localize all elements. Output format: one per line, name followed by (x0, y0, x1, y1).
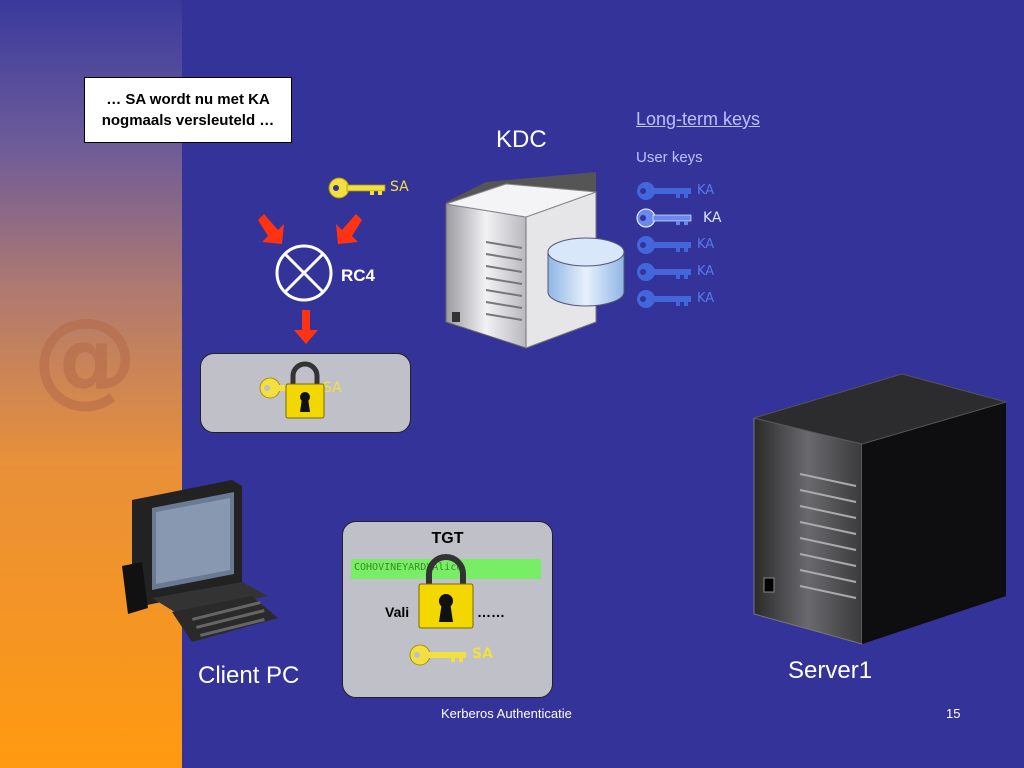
gold-key-icon (409, 644, 466, 666)
gold-key-icon (328, 177, 386, 199)
key-label: KA (697, 291, 715, 306)
tgt-title: TGT (431, 530, 464, 547)
client-pc-label: Client PC (198, 662, 300, 689)
server-icon (752, 373, 1008, 645)
blue-key-icon (637, 182, 691, 200)
key-label: KA (697, 237, 715, 252)
blue-key-icon (637, 290, 691, 308)
tgt-validity-left: Vali (385, 604, 410, 620)
tgt-key-label: SA (472, 646, 493, 662)
tgt-identity-field: COHOVINEYARD\Alice (351, 559, 541, 579)
key-label: KA (697, 264, 715, 279)
callout-line-2: nogmaals versleuteld … (101, 112, 275, 129)
blue-key-icon (636, 208, 692, 228)
encrypted-key-box: SA (200, 353, 411, 433)
cipher-symbol-icon (275, 244, 333, 302)
input-arrows (258, 214, 362, 344)
kdc-label: KDC (496, 126, 547, 153)
tgt-validity-right: …… (477, 604, 505, 620)
rc4-label: RC4 (341, 266, 376, 285)
footer-title: Kerberos Authenticatie (441, 706, 572, 721)
key-label: KA (703, 210, 722, 226)
at-sign-icon: @ (33, 296, 138, 418)
session-key-label: SA (390, 179, 409, 195)
padlock-icon (285, 361, 325, 419)
encrypted-key-label: SA (323, 380, 342, 396)
user-keys-subtitle: User keys (636, 149, 703, 166)
client-pc-icon (122, 480, 278, 642)
svg-text:@: @ (33, 296, 138, 418)
callout-box: … SA wordt nu met KA nogmaals versleutel… (84, 77, 292, 143)
server1-label: Server1 (788, 657, 873, 684)
key-label: KA (697, 183, 715, 198)
tgt-identity-text: COHOVINEYARD\Alice (354, 562, 463, 573)
callout-line-1: … SA wordt nu met KA (106, 91, 270, 108)
long-term-keys-title: Long-term keys (636, 109, 761, 129)
page-number: 15 (946, 706, 961, 721)
kdc-server-icon (445, 172, 625, 349)
blue-key-icon (637, 236, 691, 254)
key-list-item: KA (636, 234, 714, 261)
key-list-item: KA (636, 261, 714, 288)
key-list-item: KA (636, 288, 714, 315)
key-list-item: KA (636, 180, 714, 207)
tgt-padlock-icon (418, 554, 474, 629)
tgt-panel: TGT COHOVINEYARD\Alice Vali …… SA (342, 521, 553, 698)
key-list-item-selected: KA (636, 207, 722, 234)
session-key: SA (328, 176, 409, 205)
blue-key-icon (637, 263, 691, 281)
